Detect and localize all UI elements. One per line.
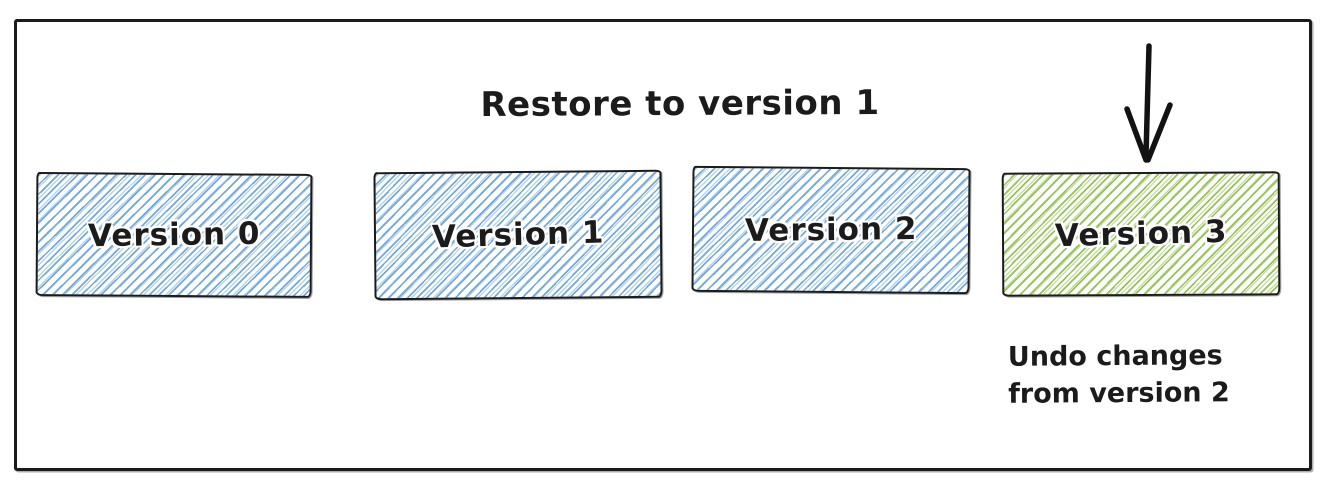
undo-annotation: Undo changes from version 2 [1008,337,1230,413]
version-3-label: Version 3 [1054,213,1228,255]
version-0-label: Version 0 [87,215,261,255]
undo-annotation-line2: from version 2 [1008,377,1230,410]
diagram-title: Restore to version 1 [480,82,880,126]
outer-frame [14,19,1312,471]
version-1-label: Version 1 [431,214,605,256]
version-2-box: Version 2 [691,165,971,295]
version-1-box: Version 1 [373,169,663,301]
version-3-box: Version 3 [1001,171,1281,297]
version-0-box: Version 0 [35,172,313,298]
undo-annotation-line1: Undo changes [1007,340,1223,373]
version-2-label: Version 2 [744,210,918,250]
down-arrow-icon [1124,43,1173,163]
